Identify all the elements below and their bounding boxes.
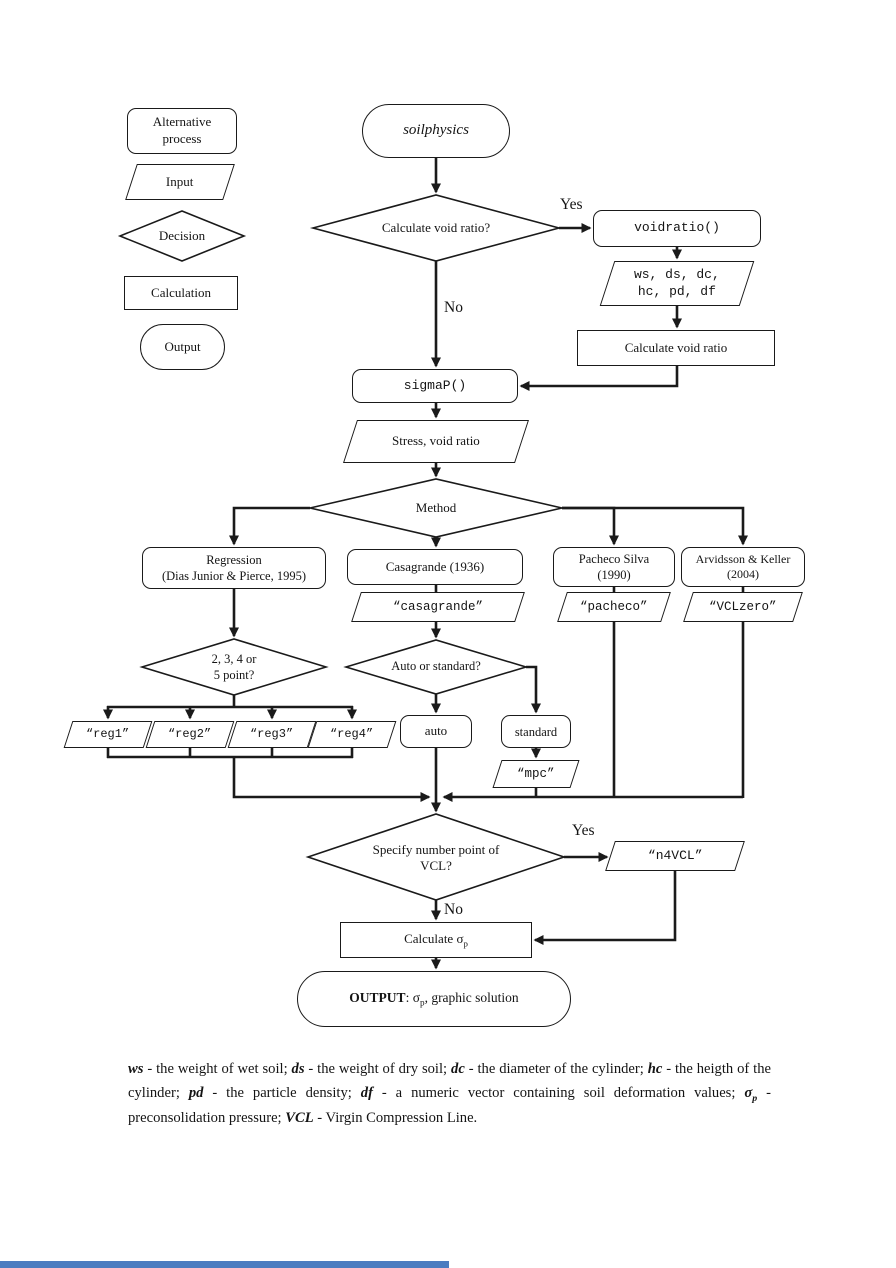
decision-method-label: Method — [415, 499, 457, 515]
label-yes-void-ratio: Yes — [560, 196, 583, 213]
decision-n4vcl-label: Specify number point of VCL? — [372, 841, 500, 873]
label-yes-n4vcl: Yes — [572, 822, 595, 839]
sigmap-function-label: sigmaP() — [403, 377, 467, 393]
auto-label: auto — [424, 723, 448, 739]
method-arvidsson-keller-label: Arvidsson & Keller (2004) — [695, 551, 791, 581]
method-casagrande-node: Casagrande (1936) — [347, 549, 523, 585]
decision-point-count-label: 2, 3, 4 or 5 point? — [211, 652, 257, 682]
reg3-arg-label: “reg3” — [250, 726, 294, 741]
standard-node: standard — [501, 715, 571, 748]
voidratio-args-input-node: ws, ds, dc, hc, pd, df — [599, 261, 755, 306]
legend-alternative-process-label: Alternative process — [152, 114, 212, 146]
legend-calculation-label: Calculation — [151, 284, 211, 300]
legend-input: Input — [125, 164, 235, 200]
mpc-arg-label: “mpc” — [517, 767, 555, 781]
vclzero-arg-node: “VCLzero” — [683, 592, 803, 622]
reg2-arg-node: “reg2” — [145, 721, 235, 748]
casagrande-arg-node: “casagrande” — [351, 592, 525, 622]
vclzero-arg-label: “VCLzero” — [709, 600, 777, 614]
sigmap-function-node: sigmaP() — [352, 369, 518, 403]
stress-void-ratio-input-node: Stress, void ratio — [343, 420, 529, 463]
casagrande-arg-label: “casagrande” — [392, 600, 483, 614]
legend-decision-label: Decision — [158, 227, 206, 243]
method-pacheco-silva-node: Pacheco Silva (1990) — [553, 547, 675, 587]
start-node: soilphysics — [362, 104, 510, 158]
connector-n4vcl-to-calc — [533, 871, 677, 945]
legend-output-label: Output — [164, 338, 201, 354]
connector-method-regression — [229, 506, 310, 546]
reg2-arg-label: “reg2” — [168, 726, 212, 741]
reg1-arg-node: “reg1” — [63, 721, 153, 748]
voidratio-function-node: voidratio() — [593, 210, 761, 247]
decision-void-ratio-label: Calculate void ratio? — [381, 219, 491, 235]
calculate-sigmap-label: Calculate σp — [404, 930, 468, 949]
bottom-blue-bar — [0, 1261, 449, 1268]
n4vcl-arg-node: “n4VCL” — [605, 841, 745, 871]
reg4-arg-node: “reg4” — [307, 721, 397, 748]
connector-method-arvidsson — [562, 506, 748, 546]
standard-label: standard — [514, 724, 558, 739]
method-arvidsson-keller-node: Arvidsson & Keller (2004) — [681, 547, 805, 587]
footnote: ws - the weight of wet soil; ds - the we… — [128, 1061, 771, 1126]
pacheco-arg-node: “pacheco” — [557, 592, 671, 622]
connector-regression-merge — [232, 757, 431, 802]
auto-node: auto — [400, 715, 472, 748]
connector-to-standard — [526, 665, 541, 714]
output-label: OUTPUT: σp, graphic solution — [349, 989, 519, 1008]
method-pacheco-silva-label: Pacheco Silva (1990) — [578, 552, 650, 582]
decision-point-count-diamond — [139, 638, 329, 696]
pacheco-arg-label: “pacheco” — [580, 600, 648, 614]
decision-auto-standard-label: Auto or standard? — [391, 659, 481, 674]
output-node: OUTPUT: σp, graphic solution — [297, 971, 571, 1027]
connector-method-pacheco — [562, 506, 619, 546]
reg1-arg-label: “reg1” — [86, 726, 130, 741]
voidratio-args-label: ws, ds, dc, hc, pd, df — [634, 266, 720, 299]
calculate-sigmap-node: Calculate σp — [340, 922, 532, 958]
legend-input-label: Input — [166, 173, 194, 189]
mpc-arg-node: “mpc” — [492, 760, 580, 788]
calculate-void-ratio-node: Calculate void ratio — [577, 330, 775, 366]
method-regression-node: Regression (Dias Junior & Pierce, 1995) — [142, 547, 326, 589]
label-no-void-ratio: No — [444, 299, 463, 316]
legend-output: Output — [140, 324, 225, 370]
legend-alternative-process: Alternative process — [127, 108, 237, 154]
calculate-void-ratio-label: Calculate void ratio — [624, 339, 728, 355]
method-regression-label: Regression (Dias Junior & Pierce, 1995) — [161, 553, 307, 583]
label-no-n4vcl: No — [444, 901, 463, 918]
reg3-arg-node: “reg3” — [227, 721, 317, 748]
start-label: soilphysics — [403, 122, 469, 139]
voidratio-function-label: voidratio() — [634, 220, 720, 236]
connector-to-sigmap — [519, 366, 679, 391]
reg4-arg-label: “reg4” — [330, 726, 374, 741]
n4vcl-arg-label: “n4VCL” — [647, 847, 703, 863]
method-casagrande-label: Casagrande (1936) — [385, 558, 485, 574]
legend-decision-diamond — [117, 210, 247, 262]
stress-void-ratio-label: Stress, void ratio — [392, 433, 480, 449]
legend-calculation: Calculation — [124, 276, 238, 310]
